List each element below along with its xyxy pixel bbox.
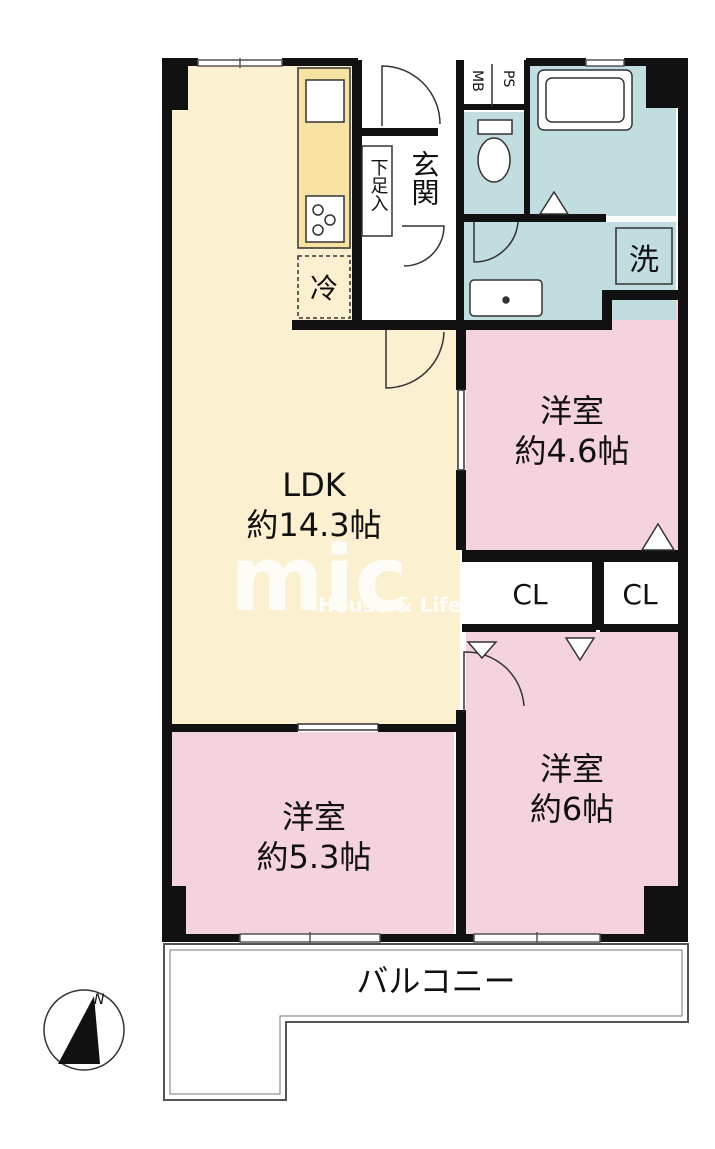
closet-2-area <box>604 562 676 624</box>
meter-box-label: MB <box>469 70 485 92</box>
pipe-space-label: PS <box>500 70 516 87</box>
ldk-area <box>172 62 460 724</box>
balcony-label: バルコニー <box>356 962 515 1000</box>
north-arrow-icon <box>58 996 100 1064</box>
room-western-2-area <box>466 632 678 934</box>
doors <box>297 65 525 731</box>
entrance-label: 玄関 <box>408 150 441 206</box>
ldk-size: 約14.3帖 <box>246 506 381 544</box>
washer-label: 洗 <box>629 243 659 278</box>
kitchen-sink <box>305 79 345 123</box>
room-western-1-size: 約4.6帖 <box>515 432 630 470</box>
ldk-name: LDK <box>282 466 346 504</box>
closet-2-label: CL <box>622 578 658 611</box>
watermark: mic House & Life <box>230 527 461 632</box>
toilet-tank <box>477 119 513 135</box>
closet-1-label: CL <box>512 578 548 611</box>
room-western-3-area <box>172 732 454 934</box>
windows <box>197 58 625 944</box>
room-western-3-size: 約5.3帖 <box>257 838 372 876</box>
washer-space <box>615 227 673 285</box>
toilet-bowl <box>477 137 511 183</box>
fixtures <box>297 69 673 319</box>
watermark-logo: mic <box>230 527 408 632</box>
room-western-1-area <box>466 298 678 550</box>
compass-north-label: N <box>94 992 105 1008</box>
stove <box>305 195 345 243</box>
walls <box>162 58 688 942</box>
room-western-1-name: 洋室 <box>540 392 604 430</box>
fridge-label: 冷 <box>310 272 338 305</box>
closet-1-area <box>466 562 592 624</box>
balcony-outline <box>163 943 689 1101</box>
room-western-2-size: 約6帖 <box>530 790 614 828</box>
watermark-tagline: House & Life <box>318 593 461 617</box>
compass: N <box>43 989 125 1071</box>
fridge-space <box>297 255 351 319</box>
closet-door-marks <box>466 190 676 662</box>
room-western-2-name: 洋室 <box>540 750 604 788</box>
shoe-box <box>361 145 393 237</box>
room-western-3-name: 洋室 <box>282 798 346 836</box>
shoe-box-label: 下足入 <box>368 158 389 212</box>
